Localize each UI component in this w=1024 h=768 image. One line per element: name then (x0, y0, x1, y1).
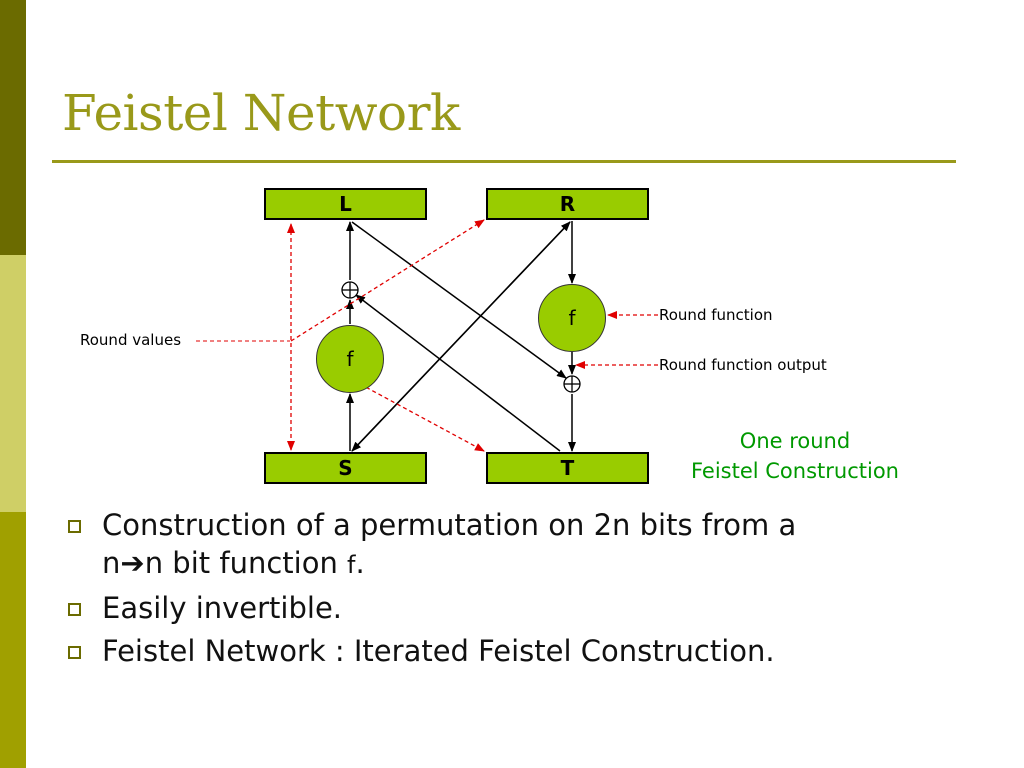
arrow-T-to-xor-left (355, 294, 561, 452)
caption-line-1: One round (739, 429, 851, 453)
sidebar-segment-middle (0, 255, 26, 512)
box-L: L (264, 188, 427, 220)
bullet-2-text: Easily invertible. (102, 591, 343, 625)
round-function-right: f (538, 284, 606, 352)
diagram-caption: One round Feistel Construction (660, 426, 930, 486)
round-function-left: f (316, 325, 384, 393)
sidebar-segment-bottom (0, 512, 26, 768)
dashed-to-R (290, 219, 485, 342)
round-values-label: Round values (80, 331, 182, 349)
box-R: R (486, 188, 649, 220)
bullet-item: Easily invertible. (64, 589, 964, 627)
right-arrow-icon: ➔ (120, 546, 145, 580)
box-T: T (486, 452, 649, 484)
arrow-L-to-xor-right (351, 221, 567, 379)
sidebar-segment-top (0, 0, 26, 255)
bullet-item: Feistel Network : Iterated Feistel Const… (64, 632, 964, 670)
square-bullet-icon (68, 646, 81, 659)
title-divider (52, 160, 956, 163)
sidebar-decoration (0, 0, 26, 768)
slide-title: Feistel Network (62, 84, 460, 142)
bullet-1-n: n (102, 546, 121, 580)
bullet-3-text: Feistel Network : Iterated Feistel Const… (102, 634, 775, 668)
xor-right-icon (563, 375, 581, 393)
bullet-item: Construction of a permutation on 2n bits… (64, 506, 964, 584)
box-S: S (264, 452, 427, 484)
xor-left-icon (341, 281, 359, 299)
bullet-1-line-1: Construction of a permutation on 2n bits… (102, 508, 797, 542)
round-function-label: Round function (659, 306, 773, 324)
bullet-list: Construction of a permutation on 2n bits… (64, 506, 964, 675)
bullet-1-line-2: n bit function (144, 546, 348, 580)
dashed-f-to-T (359, 383, 485, 452)
caption-line-2: Feistel Construction (690, 459, 899, 483)
square-bullet-icon (68, 520, 81, 533)
arrow-R-to-S (351, 221, 571, 452)
bullet-1-f: f (347, 551, 356, 579)
bullet-1-period: . (355, 546, 365, 580)
round-function-output-label: Round function output (659, 356, 827, 374)
square-bullet-icon (68, 603, 81, 616)
